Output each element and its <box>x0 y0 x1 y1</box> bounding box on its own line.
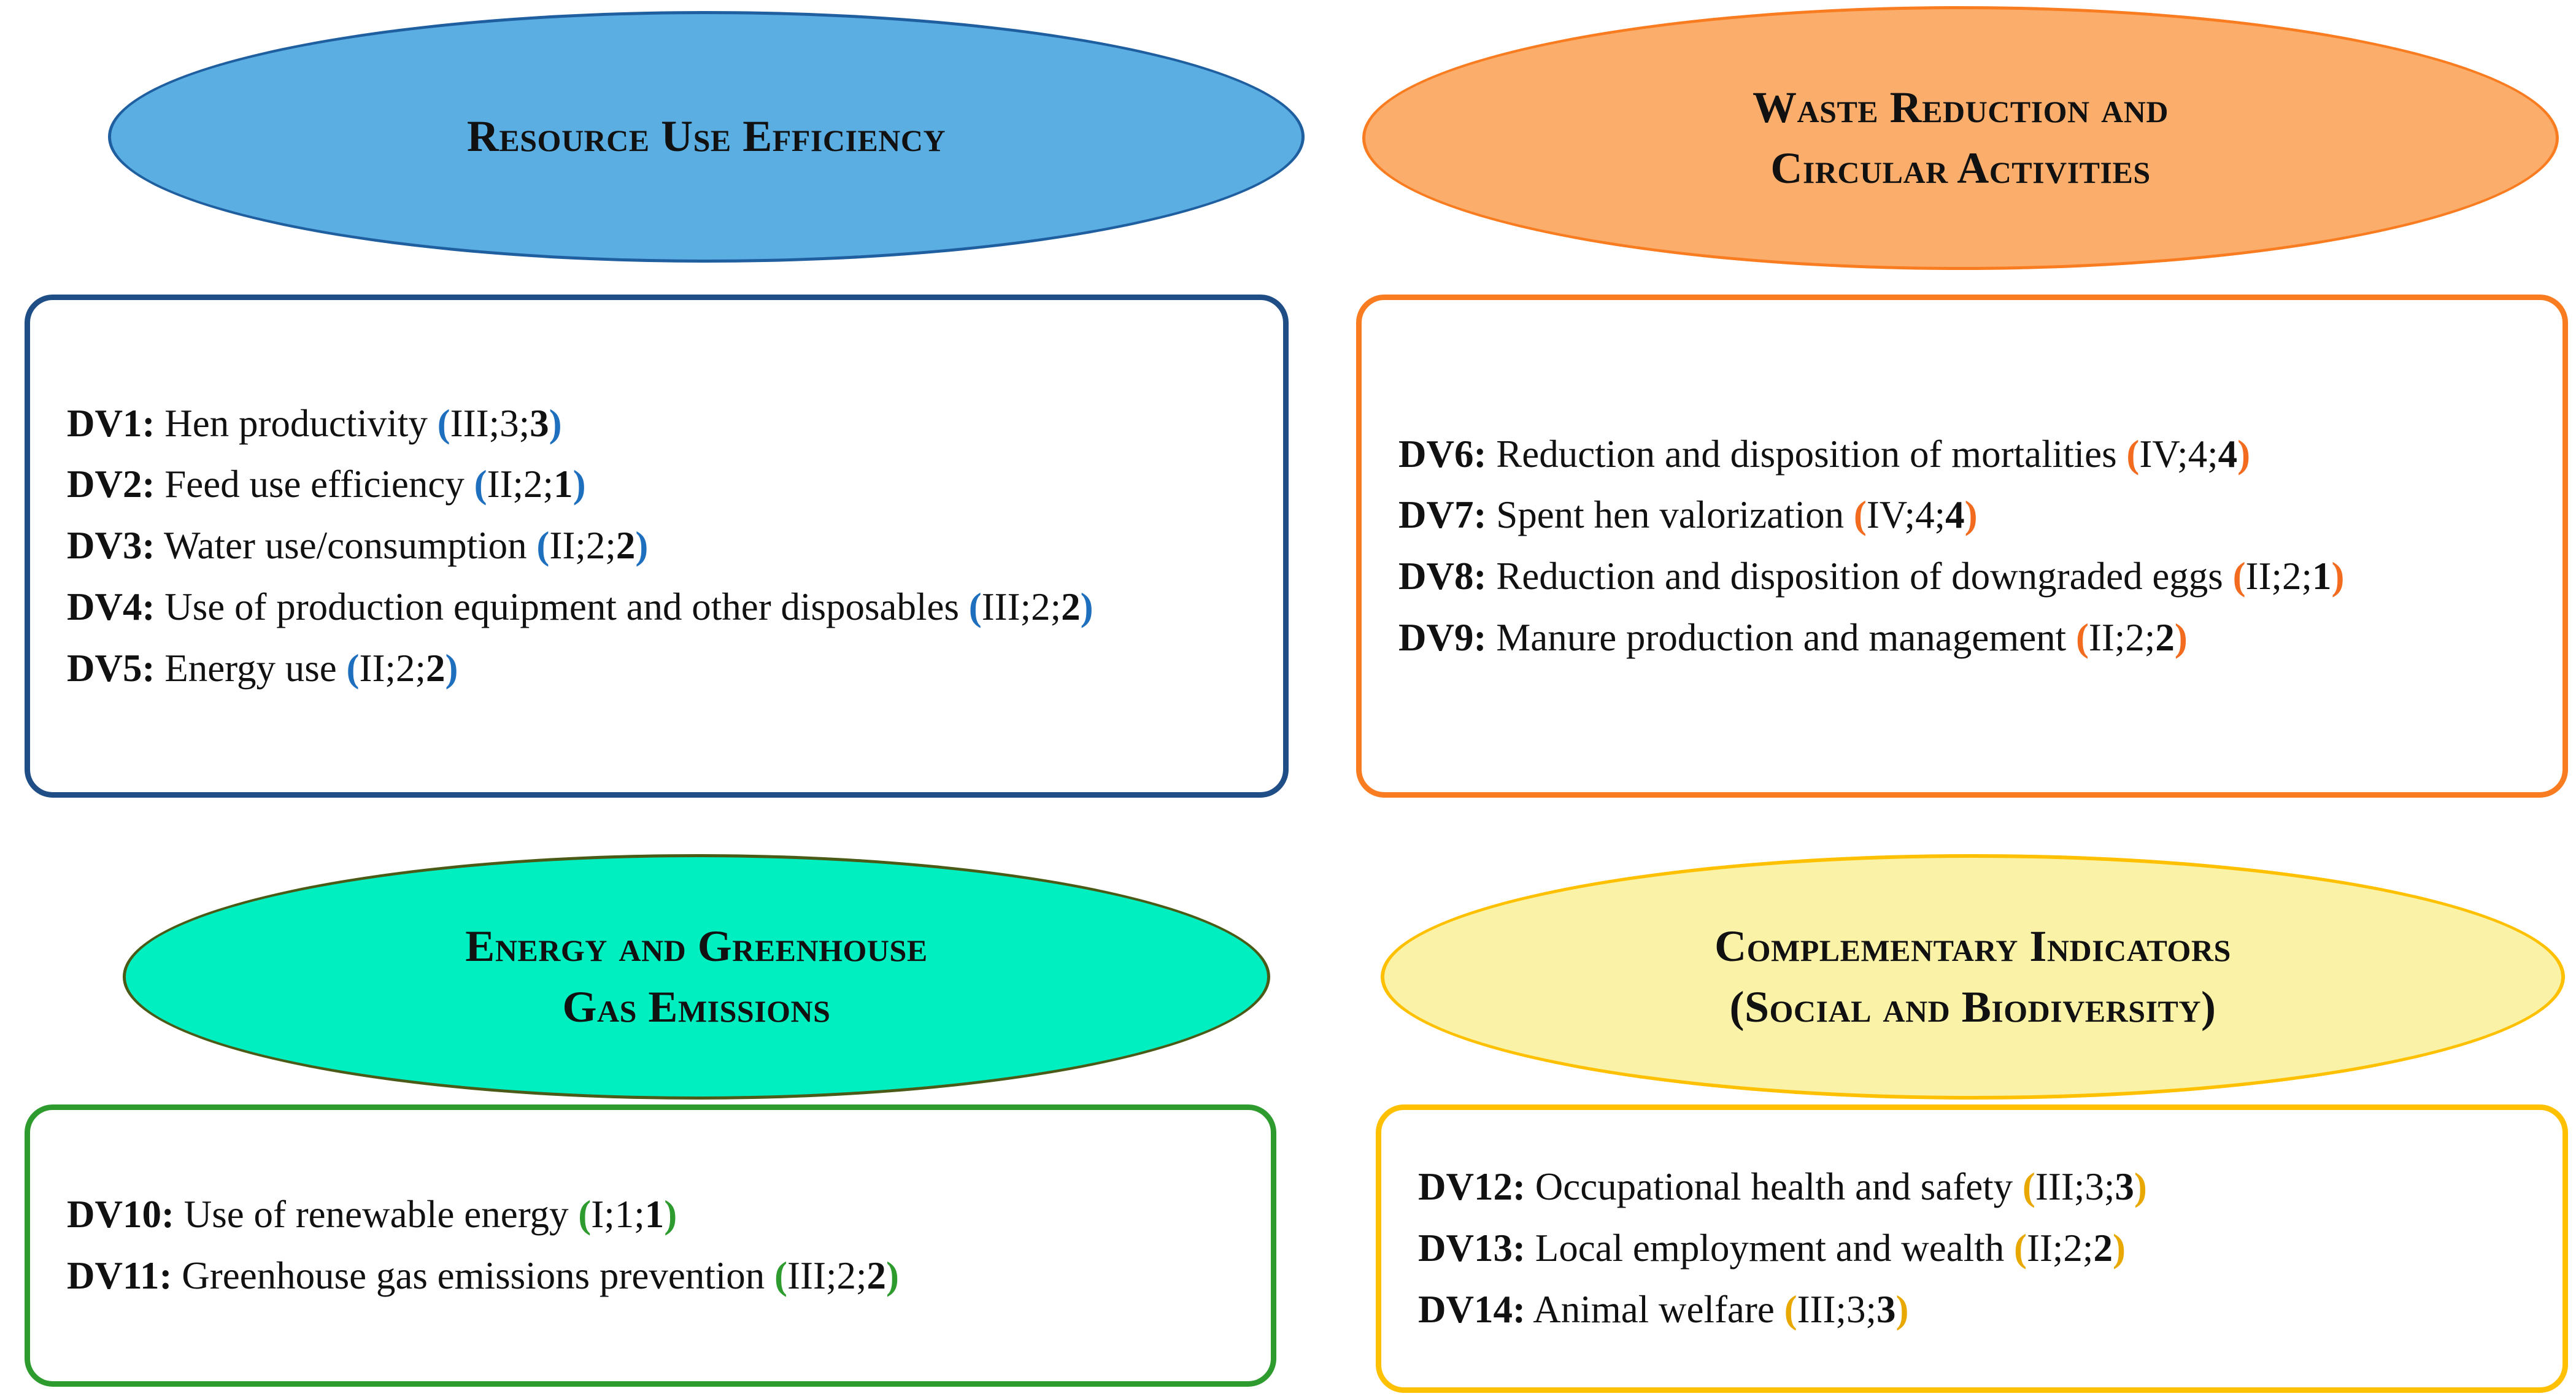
indicator-box-complementary-indicators: DV12: Occupational health and safety (II… <box>1376 1104 2568 1393</box>
indicator-text: Manure production and management <box>1496 615 2067 659</box>
category-title-waste-reduction: Waste Reduction and Circular Activities <box>1728 77 2193 199</box>
indicator-id: DV3: <box>67 524 155 568</box>
list-item: DV3: Water use/consumption (II;2;2) <box>67 517 1249 576</box>
category-title-line-1: Complementary Indicators <box>1714 921 2231 971</box>
indicator-code: (III;3;3) <box>1784 1287 1909 1331</box>
indicator-text: Local employment and wealth <box>1535 1227 2005 1270</box>
indicator-text: Use of renewable energy <box>183 1193 569 1236</box>
list-item: DV14: Animal welfare (III;3;3) <box>1418 1281 2528 1339</box>
category-ellipse-energy-greenhouse: Energy and Greenhouse Gas Emissions <box>123 854 1270 1100</box>
indicator-box-energy-greenhouse: DV10: Use of renewable energy (I;1;1) DV… <box>25 1104 1276 1387</box>
indicator-text: Feed use efficiency <box>164 463 465 506</box>
indicator-id: DV10: <box>67 1193 174 1236</box>
indicator-code: (IV;4;4) <box>2126 432 2251 476</box>
indicator-list-waste-reduction: DV6: Reduction and disposition of mortal… <box>1362 425 2563 668</box>
category-title-energy-greenhouse: Energy and Greenhouse Gas Emissions <box>441 916 952 1038</box>
indicator-text: Hen productivity <box>164 401 428 445</box>
indicator-list-resource-use-efficiency: DV1: Hen productivity (III;3;3) DV2: Fee… <box>30 395 1283 698</box>
list-item: DV12: Occupational health and safety (II… <box>1418 1158 2528 1217</box>
indicator-id: DV6: <box>1398 432 1487 476</box>
list-item: DV11: Greenhouse gas emissions preventio… <box>67 1247 1236 1306</box>
indicator-code: (III;3;3) <box>2022 1165 2147 1209</box>
list-item: DV7: Spent hen valorization (IV;4;4) <box>1398 486 2528 545</box>
indicator-id: DV5: <box>67 646 155 690</box>
category-title-line-2: Circular Activities <box>1770 144 2151 193</box>
indicator-code: (III;2;2) <box>774 1254 899 1297</box>
indicator-list-energy-greenhouse: DV10: Use of renewable energy (I;1;1) DV… <box>30 1185 1271 1306</box>
category-title-line-2: Gas Emissions <box>562 982 831 1031</box>
indicator-id: DV7: <box>1398 493 1487 537</box>
indicator-box-waste-reduction: DV6: Reduction and disposition of mortal… <box>1356 295 2568 798</box>
list-item: DV13: Local employment and wealth (II;2;… <box>1418 1219 2528 1278</box>
indicator-list-complementary-indicators: DV12: Occupational health and safety (II… <box>1381 1158 2563 1339</box>
indicator-id: DV11: <box>67 1254 172 1297</box>
category-title-resource-use-efficiency: Resource Use Efficiency <box>466 112 946 161</box>
list-item: DV8: Reduction and disposition of downgr… <box>1398 547 2528 606</box>
indicator-id: DV1: <box>67 401 155 445</box>
indicator-text: Reduction and disposition of mortalities <box>1496 432 2117 476</box>
indicator-code: (III;3;3) <box>437 401 562 445</box>
indicator-id: DV14: <box>1418 1287 1525 1331</box>
indicator-code: (II;2;2) <box>536 524 649 568</box>
category-ellipse-complementary-indicators: Complementary Indicators (Social and Bio… <box>1381 854 2565 1100</box>
indicator-text: Energy use <box>164 646 337 690</box>
indicator-text: Water use/consumption <box>164 524 527 568</box>
category-title-line-2: (Social and Biodiversity) <box>1729 982 2216 1031</box>
indicator-id: DV9: <box>1398 615 1487 659</box>
category-title-line-1: Energy and Greenhouse <box>465 921 928 971</box>
indicator-id: DV8: <box>1398 555 1487 598</box>
indicator-code: (II;2;1) <box>474 463 586 506</box>
list-item: DV10: Use of renewable energy (I;1;1) <box>67 1185 1236 1244</box>
indicator-text: Use of production equipment and other di… <box>164 585 959 628</box>
indicator-text: Reduction and disposition of downgraded … <box>1496 555 2223 598</box>
indicator-code: (II;2;2) <box>346 646 458 690</box>
list-item: DV4: Use of production equipment and oth… <box>67 578 1249 637</box>
indicator-code: (IV;4;4) <box>1853 493 1978 537</box>
category-ellipse-resource-use-efficiency: Resource Use Efficiency <box>108 11 1305 263</box>
list-item: DV6: Reduction and disposition of mortal… <box>1398 425 2528 484</box>
indicator-code: (I;1;1) <box>578 1193 677 1236</box>
indicator-code: (II;2;2) <box>2075 615 2188 659</box>
indicator-id: DV2: <box>67 463 155 506</box>
indicator-code: (II;2;2) <box>2013 1227 2126 1270</box>
category-title-line-1: Waste Reduction and <box>1753 82 2169 132</box>
list-item: DV2: Feed use efficiency (II;2;1) <box>67 455 1249 514</box>
list-item: DV9: Manure production and management (I… <box>1398 609 2528 668</box>
category-title-complementary-indicators: Complementary Indicators (Social and Bio… <box>1690 916 2256 1038</box>
indicator-id: DV12: <box>1418 1165 1525 1209</box>
indicator-text: Occupational health and safety <box>1535 1165 2013 1209</box>
list-item: DV1: Hen productivity (III;3;3) <box>67 395 1249 453</box>
indicator-code: (II;2;1) <box>2232 555 2345 598</box>
indicator-text: Greenhouse gas emissions prevention <box>182 1254 765 1297</box>
indicator-code: (III;2;2) <box>968 585 1093 628</box>
indicator-id: DV13: <box>1418 1227 1525 1270</box>
indicator-box-resource-use-efficiency: DV1: Hen productivity (III;3;3) DV2: Fee… <box>25 295 1289 798</box>
indicator-text: Animal welfare <box>1533 1287 1775 1331</box>
list-item: DV5: Energy use (II;2;2) <box>67 639 1249 698</box>
indicator-text: Spent hen valorization <box>1496 493 1845 537</box>
category-ellipse-waste-reduction: Waste Reduction and Circular Activities <box>1362 6 2559 270</box>
indicator-id: DV4: <box>67 585 155 628</box>
